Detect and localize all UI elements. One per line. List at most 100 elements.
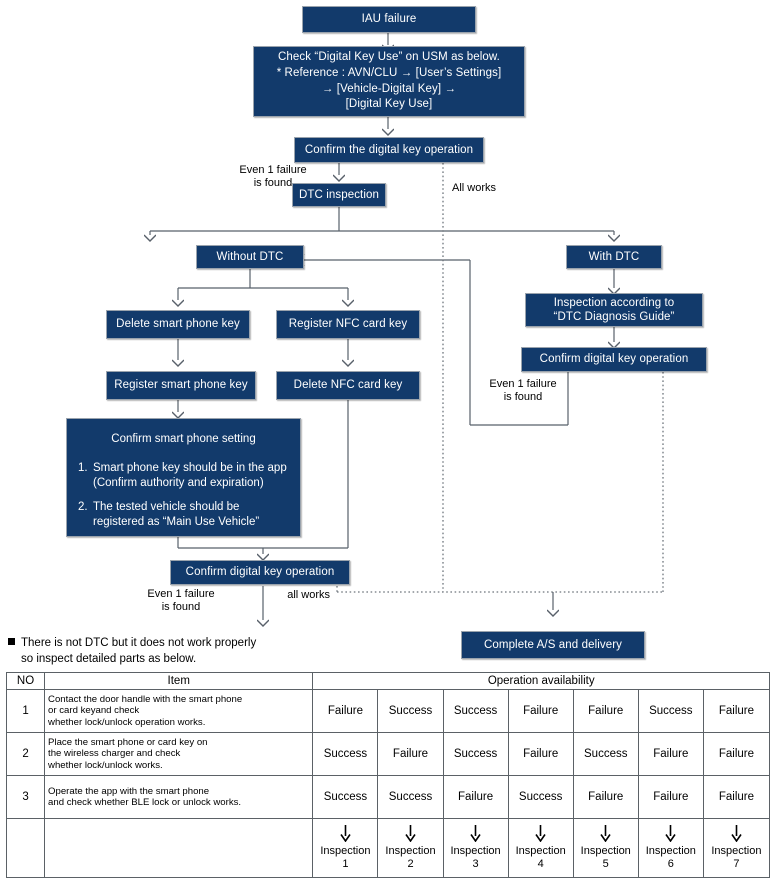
node-register-nfc-card-key-label: Register NFC card key [288,318,408,331]
node-complete-as-delivery[interactable]: Complete A/S and delivery [461,631,645,659]
table-row: 1 Contact the door handle with the smart… [5,689,771,733]
node-iau-failure-label: IAU failure [361,13,417,26]
table-header-no: NO [5,672,46,690]
node-register-smart-phone-key-label: Register smart phone key [114,379,248,392]
inspection-cell-2-word: Inspection [385,845,436,858]
node-check-usm[interactable]: Check “Digital Key Use” on USM as below.… [253,46,525,117]
table-row-2-result-5: Success [572,732,639,776]
node-without-dtc[interactable]: Without DTC [196,245,304,269]
node-confirm-the-digital-key-operation-label: Confirm the digital key operation [304,143,474,156]
table-row-2-result-6: Failure [637,732,704,776]
node-with-dtc-label: With DTC [588,250,640,263]
node-confirm-digital-key-operation-left-label: Confirm digital key operation [185,566,335,579]
node-delete-smart-phone-key[interactable]: Delete smart phone key [106,310,250,339]
table-row-3-item-line-2: and check whether BLE lock or unlock wor… [48,797,242,808]
node-check-usm-line-4: [Digital Key Use] [345,98,433,111]
table-header-row: NO Item Operation availability [5,672,770,690]
note-line-1: There is not DTC but it does not work pr… [21,637,257,649]
table-row-2-item-line-3: whether lock/unlock works. [48,759,163,771]
node-delete-smart-phone-key-label: Delete smart phone key [116,318,240,331]
edge-label-even-1-failure-right: Even 1 failure is found [489,378,557,404]
edge-label-all-works-top: All works [452,182,497,194]
node-dtc-inspection-label: DTC inspection [298,188,379,201]
node-confirm-digital-key-operation-right[interactable]: Confirm digital key operation [521,347,707,372]
node-register-nfc-card-key[interactable]: Register NFC card key [276,310,420,339]
edge-label-even-1-failure-bottom: Even 1 failure is found [147,588,215,614]
table-row-1-result-7: Failure [702,689,771,733]
table-row-3-result-1: Success [312,775,379,819]
table-row-1-result-2: Success [377,689,444,733]
down-arrow-icon [665,825,676,843]
smart-setting-item-1-text: Smart phone key should be in the app (Co… [93,461,300,491]
table-row-1-result-1: Failure [312,689,379,733]
node-inspection-dtc-guide[interactable]: Inspection according to “DTC Diagnosis G… [525,293,703,327]
table-row-2-result-3: Success [442,732,509,776]
table-row-3-item: Operate the app with the smart phone and… [44,775,314,819]
smart-setting-item-1-line-1: Smart phone key should be in the app [93,461,287,474]
table-row-2-item-line-1: Place the smart phone or card key on [48,737,208,749]
inspection-cell-4-num: 4 [537,858,544,870]
table-row-1-result-6: Success [637,689,704,733]
inspection-cell-5-num: 5 [602,858,609,870]
edge-label-all-works-bottom: all works [287,589,330,601]
inspection-cell-7-word: Inspection [711,845,762,858]
table-row-1-result-3: Success [442,689,509,733]
smart-setting-title: Confirm smart phone setting [111,433,256,445]
table-row-2-result-2: Failure [377,732,444,776]
node-iau-failure[interactable]: IAU failure [302,6,476,33]
inspection-row-no [5,818,46,878]
node-dtc-inspection[interactable]: DTC inspection [292,183,386,207]
table-row-1-item-line-3: whether lock/unlock operation works. [48,716,206,728]
smart-setting-item-1-line-2: (Confirm authority and expiration) [93,476,264,489]
table-row-2-result-7: Failure [702,732,771,776]
inspection-table: NO Item Operation availability 1 Contact… [5,672,771,878]
inspection-cell-6-word: Inspection [645,845,696,858]
node-confirm-digital-key-operation-left[interactable]: Confirm digital key operation [170,560,350,585]
smart-setting-item-1: 1. Smart phone key should be in the app … [78,461,300,491]
down-arrow-icon [405,825,416,843]
table-row-3-result-4: Success [507,775,574,819]
inspection-cell-5-word: Inspection [580,845,631,858]
table-row-3-item-line-1: Operate the app with the smart phone [48,785,210,797]
down-arrow-icon [535,825,546,843]
down-arrow-icon [731,825,742,843]
note-block: There is not DTC but it does not work pr… [8,636,256,667]
node-confirm-the-digital-key-operation[interactable]: Confirm the digital key operation [294,137,484,163]
node-register-smart-phone-key[interactable]: Register smart phone key [106,371,256,400]
node-confirm-smart-phone-setting[interactable]: Confirm smart phone setting 1. Smart pho… [66,418,301,537]
inspection-cell-7: Inspection 7 [702,818,771,878]
table-row-1-item-line-1: Contact the door handle with the smart p… [48,694,243,706]
smart-setting-item-2: 2. The tested vehicle should be register… [78,500,300,530]
node-with-dtc[interactable]: With DTC [566,245,662,269]
down-arrow-icon [340,825,351,843]
node-check-usm-line-2: * Reference : AVN/CLU → [User’s Settings… [276,66,502,79]
node-inspection-dtc-guide-line-1: Inspection according to [553,296,675,309]
inspection-cell-1-word: Inspection [320,845,371,858]
table-header-item: Item [44,672,314,690]
table-row-1-no: 1 [5,689,46,733]
inspection-cell-3: Inspection 3 [442,818,509,878]
table-row-2-item-line-2: the wireless charger and check [48,748,181,760]
table-row-3-result-7: Failure [702,775,771,819]
smart-setting-item-2-number: 2. [78,500,88,513]
inspection-row-item [44,818,314,878]
inspection-cell-2: Inspection 2 [377,818,444,878]
inspection-cell-4-word: Inspection [515,845,566,858]
table-row: 3 Operate the app with the smart phone a… [5,775,771,819]
inspection-cell-5: Inspection 5 [572,818,639,878]
node-confirm-digital-key-operation-right-label: Confirm digital key operation [539,353,689,366]
down-arrow-icon [470,825,481,843]
inspection-cell-2-num: 2 [407,858,414,870]
table-row-2-no: 2 [5,732,46,776]
node-delete-nfc-card-key[interactable]: Delete NFC card key [276,371,420,400]
smart-setting-item-2-line-1: The tested vehicle should be [93,500,240,513]
inspection-cell-1: Inspection 1 [312,818,379,878]
table-row-1-result-4: Failure [507,689,574,733]
smart-setting-item-2-text: The tested vehicle should be registered … [93,500,300,530]
table-row-1-item-line-2: or card keyand check [48,705,140,717]
edge-label-even-1-failure-top: Even 1 failure is found [239,164,307,190]
table-row-1-result-5: Failure [572,689,639,733]
inspection-cell-3-num: 3 [472,858,479,870]
node-inspection-dtc-guide-line-2: “DTC Diagnosis Guide” [553,311,675,323]
